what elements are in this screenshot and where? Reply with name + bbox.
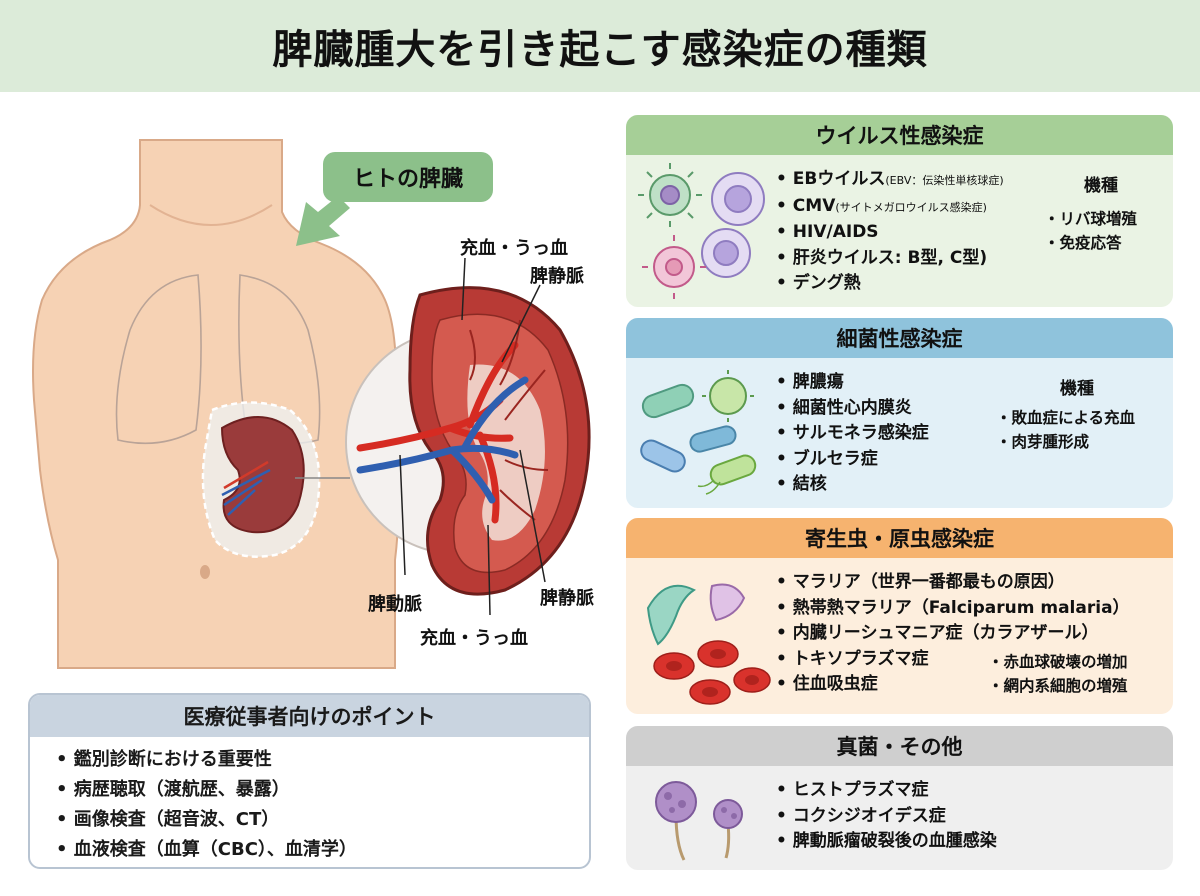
trypanosome-icon	[646, 584, 696, 646]
callout-arrow	[296, 196, 350, 246]
torso	[32, 139, 400, 669]
virus-icons	[638, 163, 765, 299]
callout-human-spleen: ヒトの脾臓	[323, 152, 493, 202]
bacterial-list: 脾膿瘍 細菌性心内膜炎 サルモネラ感染症 ブルセラ症 結核	[776, 370, 929, 498]
list-item: CMV(サイトメガロウイルス感染症)	[776, 194, 1004, 221]
bacillus-icon	[640, 439, 686, 473]
panel-viral-title: ウイルス性感染症	[626, 115, 1173, 155]
rod-icon	[689, 425, 737, 453]
clinical-points-box: 医療従事者向けのポイント 鑑別診断における重要性 病歴聴取（渡航歴、暴露） 画像…	[28, 693, 591, 869]
list-item: トキソプラズマ症	[776, 647, 1130, 673]
list-item: 血液検査（血算（CBC）、血清学）	[56, 835, 589, 865]
list-item: 熱帯熱マラリア（Falciparum malaria）	[776, 596, 1130, 622]
list-item: 画像検査（超音波、CT）	[56, 805, 589, 835]
fungal-list: ヒストプラズマ症 コクシジオイデス症 脾動脈瘤破裂後の血腫感染	[776, 778, 997, 855]
panel-bacterial-title: 細菌性感染症	[626, 318, 1173, 358]
list-item: デング熱	[776, 271, 1004, 297]
label-congestion-top: 充血・うっ血	[460, 238, 568, 259]
list-item: マラリア（世界一番都最もの原因）	[776, 570, 1130, 596]
viral-side-list: リバ球増殖 免疫応答	[1044, 207, 1138, 255]
right-lung	[238, 274, 321, 445]
parasitic-list: マラリア（世界一番都最もの原因） 熱帯熱マラリア（Falciparum mala…	[776, 570, 1130, 698]
list-item: 鑑別診断における重要性	[56, 745, 589, 775]
panel-parasitic: 寄生虫・原虫感染症 マラリア（世界一番都最もの原因） 熱帯熱マラリア（Falci…	[626, 518, 1173, 714]
cell-icon-1	[711, 172, 765, 226]
anatomy-illustration	[32, 139, 591, 669]
left-lung	[115, 274, 202, 445]
parasitic-side-list: 赤血球破壊の増加 網内系細胞の増殖	[988, 650, 1128, 698]
toxoplasma-icon	[709, 583, 746, 622]
panel-parasitic-title: 寄生虫・原虫感染症	[626, 518, 1173, 558]
side-item: リバ球増殖	[1044, 207, 1138, 231]
label-splenic-vein-bottom: 脾静脈	[540, 588, 594, 609]
cell-icon-2	[701, 228, 751, 278]
fungus-icon	[655, 781, 697, 861]
list-item: ブルセラ症	[776, 447, 929, 473]
virus-icon-2	[642, 235, 706, 299]
bacterial-side-list: 敗血症による充血 肉芽腫形成	[996, 406, 1136, 454]
bacterium-icon	[641, 383, 695, 419]
side-item: 免疫応答	[1044, 231, 1137, 255]
side-item: 肉芽腫形成	[996, 430, 1135, 454]
list-item: サルモネラ感染症	[776, 421, 929, 447]
viral-side-title: 機種	[1084, 176, 1118, 196]
list-item: 肝炎ウイルス: B型, C型)	[776, 246, 1004, 272]
list-item: 脾膿瘍	[776, 370, 929, 396]
fungus-icons	[655, 781, 743, 861]
list-item: 住血吸虫症	[776, 672, 1130, 698]
list-item: HIV/AIDS	[776, 220, 1004, 246]
artery	[356, 341, 519, 524]
panel-viral: ウイルス性感染症 EBウイルス(EBV：伝染性単核球症) CMV(サイトメガロウ…	[626, 115, 1173, 307]
virus-icon	[638, 163, 702, 227]
vein	[356, 376, 529, 504]
side-item: 網内系細胞の増殖	[988, 674, 1128, 698]
fungus-icon-2	[713, 799, 743, 859]
parasite-icons	[646, 583, 771, 705]
bacteria-icons	[640, 370, 757, 495]
list-item: コクシジオイデス症	[776, 804, 997, 830]
panel-fungal: 真菌・その他 ヒストプラズマ症 コクシジオイデス症 脾動脈瘤破裂後の血腫感染	[626, 726, 1173, 870]
page-title: 脾臓腫大を引き起こす感染症の種類	[272, 27, 928, 73]
panel-fungal-title: 真菌・その他	[626, 726, 1173, 766]
clinical-points-title: 医療従事者向けのポイント	[30, 695, 589, 737]
list-item: ヒストプラズマ症	[776, 778, 997, 804]
label-splenic-artery: 脾動脈	[368, 594, 422, 615]
list-item: 病歴聴取（渡航歴、暴露）	[56, 775, 589, 805]
flagellate-icon	[709, 454, 757, 486]
side-item: 赤血球破壊の増加	[988, 650, 1128, 674]
list-item: 内臓リーシュマニア症（カラアザール）	[776, 621, 1130, 647]
clinical-points-list: 鑑別診断における重要性 病歴聴取（渡航歴、暴露） 画像検査（超音波、CT） 血液…	[30, 737, 589, 865]
list-item: 結核	[776, 472, 929, 498]
viral-list: EBウイルス(EBV：伝染性単核球症) CMV(サイトメガロウイルス感染症) H…	[776, 167, 1004, 297]
list-item: 脾動脈瘤破裂後の血腫感染	[776, 829, 997, 855]
bacterial-side-title: 機種	[1060, 379, 1094, 399]
label-splenic-vein-top: 脾静脈	[530, 266, 584, 287]
list-item: 細菌性心内膜炎	[776, 396, 929, 422]
panel-bacterial: 細菌性感染症 脾膿瘍 細菌性心内膜炎 サルモネラ感染症 ブルセラ症 結核 機種 …	[626, 318, 1173, 508]
label-congestion-bottom: 充血・うっ血	[420, 628, 528, 649]
side-item: 敗血症による充血	[996, 406, 1136, 430]
list-item: EBウイルス(EBV：伝染性単核球症)	[776, 167, 1004, 194]
title-bar: 脾臓腫大を引き起こす感染症の種類	[0, 0, 1200, 92]
coccus-icon	[702, 370, 754, 422]
